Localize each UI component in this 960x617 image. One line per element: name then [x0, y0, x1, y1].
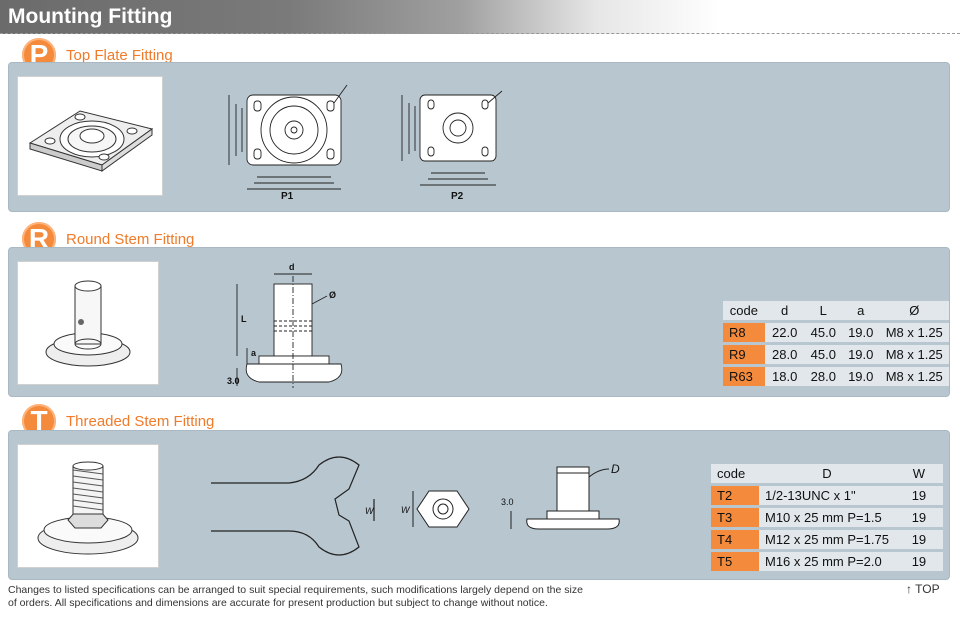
cell-a: 19.0	[841, 345, 880, 364]
threaded-stem-fitting-illustration	[37, 461, 139, 555]
col-d: d	[764, 301, 805, 320]
cell-diameter: M8 x 1.25	[879, 367, 949, 386]
table-row: T2 1/2-13UNC x 1" 19	[711, 486, 943, 505]
table-row: T3 M10 x 25 mm P=1.5 19	[711, 508, 943, 527]
cell-D: 1/2-13UNC x 1"	[759, 486, 895, 505]
col-code: code	[711, 464, 759, 483]
top-plate-fitting-illustration	[28, 110, 154, 172]
cell-D: M12 x 25 mm P=1.75	[759, 530, 895, 549]
p2-label: P2	[451, 191, 464, 202]
cell-d: 18.0	[764, 367, 805, 386]
p1-drawing	[228, 84, 348, 190]
label-w-wrench: W	[365, 506, 375, 516]
table-header-row: code d L a Ø	[723, 301, 949, 320]
table-row: T5 M16 x 25 mm P=2.0 19	[711, 552, 943, 571]
top-plate-fitting-photo	[17, 76, 163, 196]
cell-code: T4	[711, 530, 759, 549]
back-to-top-link[interactable]: ↑ TOP	[906, 582, 940, 596]
label-3-0-threaded: 3.0	[501, 497, 514, 507]
col-D: D	[759, 464, 895, 483]
label-D: D	[611, 462, 620, 476]
cell-code: T2	[711, 486, 759, 505]
table-row: T4 M12 x 25 mm P=1.75 19	[711, 530, 943, 549]
cell-L: 45.0	[804, 345, 842, 364]
label-3-0: 3.0	[227, 376, 240, 386]
header-bar: Mounting Fitting	[0, 0, 960, 34]
header-divider	[0, 33, 960, 34]
table-row: R8 22.0 45.0 19.0 M8 x 1.25	[723, 323, 949, 342]
col-W: W	[894, 464, 943, 483]
cell-d: 28.0	[764, 345, 805, 364]
label-d: d	[289, 262, 295, 272]
label-L: L	[241, 314, 247, 324]
col-code: code	[723, 301, 765, 320]
cell-a: 19.0	[841, 323, 880, 342]
p2-drawing	[401, 90, 503, 186]
cell-W: 19	[894, 508, 943, 527]
threaded-stem-fitting-photo	[17, 444, 159, 568]
cell-W: 19	[894, 486, 943, 505]
round-stem-spec-table: code d L a Ø R8 22.0 45.0 19.0 M8 x 1.25…	[723, 298, 949, 389]
table-header-row: code D W	[711, 464, 943, 483]
cell-code: R9	[723, 345, 765, 364]
cell-W: 19	[894, 552, 943, 571]
table-row: R9 28.0 45.0 19.0 M8 x 1.25	[723, 345, 949, 364]
round-stem-fitting-photo	[17, 261, 159, 385]
cell-a: 19.0	[841, 367, 880, 386]
round-stem-fitting-illustration	[45, 280, 131, 367]
cell-D: M16 x 25 mm P=2.0	[759, 552, 895, 571]
hex-nut-drawing: W	[401, 490, 470, 528]
section-r-title: Round Stem Fitting	[66, 231, 195, 248]
footer-line-2: of orders. All specifications and dimens…	[8, 597, 548, 609]
cell-W: 19	[894, 530, 943, 549]
cell-code: R8	[723, 323, 765, 342]
footer-disclaimer: Changes to listed specifications can be …	[8, 584, 628, 610]
p1-label: P1	[281, 191, 294, 202]
cell-L: 45.0	[804, 323, 842, 342]
col-a: a	[841, 301, 880, 320]
cell-D: M10 x 25 mm P=1.5	[759, 508, 895, 527]
section-t-panel: W W 3.0 D code D W T2 1/2-	[8, 430, 950, 580]
label-a: a	[251, 348, 257, 358]
cell-d: 22.0	[764, 323, 805, 342]
footer-line-1: Changes to listed specifications can be …	[8, 584, 583, 596]
cell-L: 28.0	[804, 367, 842, 386]
section-p-title: Top Flate Fitting	[66, 47, 173, 64]
col-L: L	[804, 301, 842, 320]
threaded-stem-drawing: 3.0 D	[501, 462, 620, 530]
col-diameter: Ø	[879, 301, 949, 320]
cell-diameter: M8 x 1.25	[879, 323, 949, 342]
cell-code: T5	[711, 552, 759, 571]
cell-code: R63	[723, 367, 765, 386]
cell-diameter: M8 x 1.25	[879, 345, 949, 364]
round-stem-drawing: d L a Ø 3.0	[227, 262, 343, 388]
label-w-nut: W	[401, 505, 411, 515]
section-p-panel: P1 P2	[8, 62, 950, 212]
page-title: Mounting Fitting	[8, 5, 173, 28]
label-diameter: Ø	[329, 290, 336, 300]
table-row: R63 18.0 28.0 19.0 M8 x 1.25	[723, 367, 949, 386]
wrench-drawing: W	[211, 456, 375, 556]
threaded-stem-spec-table: code D W T2 1/2-13UNC x 1" 19 T3 M10 x 2…	[711, 461, 943, 574]
section-t-title: Threaded Stem Fitting	[66, 413, 215, 430]
section-r-panel: d L a Ø 3.0 code d L a Ø R8 22.0 45.0 19…	[8, 247, 950, 397]
cell-code: T3	[711, 508, 759, 527]
